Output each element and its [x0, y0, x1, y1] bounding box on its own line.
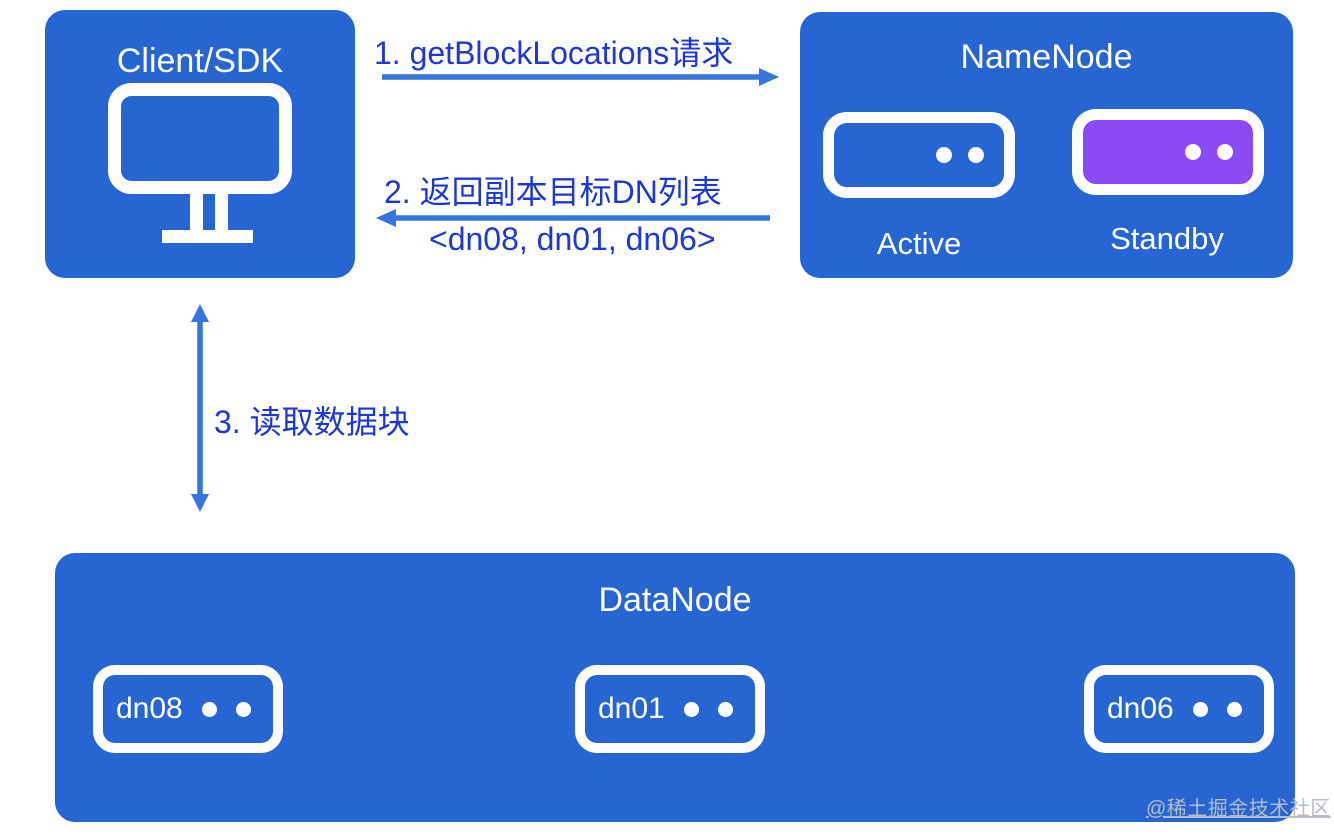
datanode-box: DataNode dn08 dn01 dn06 [55, 553, 1295, 822]
led-dot [1217, 144, 1233, 160]
namenode-box: NameNode Active Standby [800, 12, 1293, 278]
led-dot [235, 701, 251, 717]
led-dot [968, 147, 984, 163]
led-dot [1226, 701, 1242, 717]
step3-label: 3. 读取数据块 [214, 404, 410, 440]
led-dot [717, 701, 733, 717]
response-arrow-icon [376, 209, 770, 227]
datanode-dn06: dn06 [1084, 665, 1274, 753]
led-dot [201, 701, 217, 717]
step1-label: 1. getBlockLocations请求 [374, 35, 734, 71]
standby-label: Standby [1110, 221, 1224, 256]
read-arrow-icon [191, 304, 209, 512]
datanode-dn08: dn08 [93, 665, 283, 753]
request-arrow-icon [382, 68, 779, 86]
active-label: Active [876, 226, 962, 261]
datanode-title: DataNode [598, 581, 752, 619]
client-sdk-box: Client/SDK [45, 10, 355, 278]
monitor-icon [107, 82, 293, 250]
step2-label: 2. 返回副本目标DN列表 [384, 174, 722, 210]
active-namenode-server-icon [823, 112, 1015, 198]
dn06-label: dn06 [1107, 692, 1174, 725]
led-dot [683, 701, 699, 717]
datanode-dn01: dn01 [575, 665, 765, 753]
watermark: @稀土掘金技术社区 [1146, 798, 1331, 820]
dn08-label: dn08 [116, 692, 183, 725]
led-dot [1185, 144, 1201, 160]
dn01-label: dn01 [598, 692, 665, 725]
step2-dn-list: <dn08, dn01, dn06> [429, 221, 716, 257]
led-dot [936, 147, 952, 163]
standby-namenode-server-icon [1072, 109, 1264, 195]
client-sdk-title: Client/SDK [116, 42, 284, 80]
namenode-title: NameNode [960, 38, 1133, 76]
led-dot [1192, 701, 1208, 717]
